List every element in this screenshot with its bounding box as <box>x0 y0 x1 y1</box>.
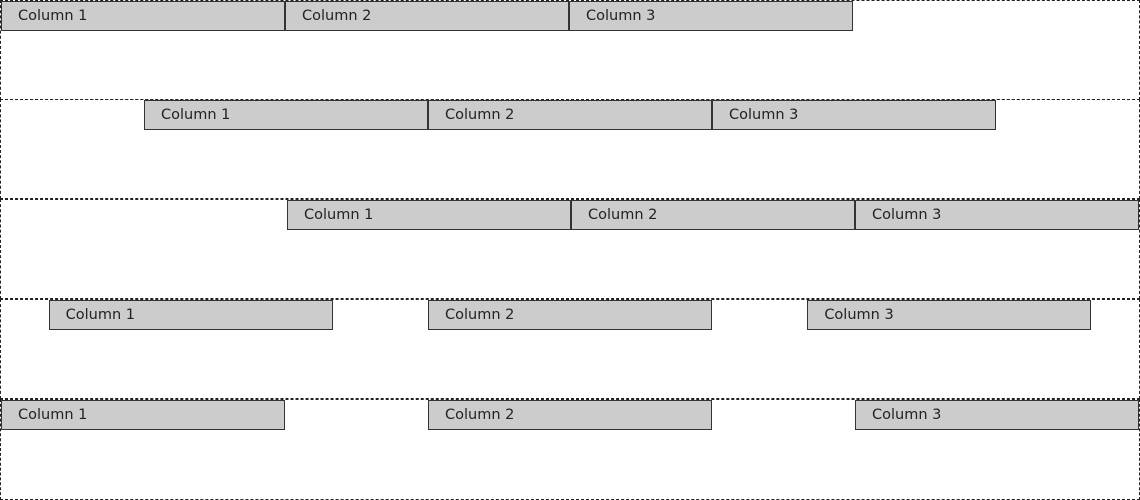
column-box: Column 1 <box>1 1 285 31</box>
column-box: Column 2 <box>427 300 712 330</box>
flex-row-start: Column 1 Column 2 Column 3 <box>0 0 1140 100</box>
flex-row-center: Column 1 Column 2 Column 3 <box>0 99 1140 199</box>
column-box: Column 1 <box>1 400 285 430</box>
column-box: Column 1 <box>144 100 428 130</box>
column-box: Column 3 <box>712 100 996 130</box>
column-box: Column 2 <box>285 1 569 31</box>
column-box: Column 3 <box>855 400 1139 430</box>
column-box: Column 2 <box>428 100 712 130</box>
column-box: Column 2 <box>428 400 712 430</box>
flex-row-end: Column 1 Column 2 Column 3 <box>0 199 1140 299</box>
flex-row-space-between: Column 1 Column 2 Column 3 <box>0 399 1140 500</box>
column-box: Column 3 <box>569 1 853 31</box>
column-box: Column 3 <box>855 200 1139 230</box>
column-box: Column 2 <box>571 200 855 230</box>
column-box: Column 3 <box>807 300 1092 330</box>
column-box: Column 1 <box>48 300 333 330</box>
column-box: Column 1 <box>287 200 571 230</box>
flex-row-space-around: Column 1 Column 2 Column 3 <box>0 299 1140 399</box>
